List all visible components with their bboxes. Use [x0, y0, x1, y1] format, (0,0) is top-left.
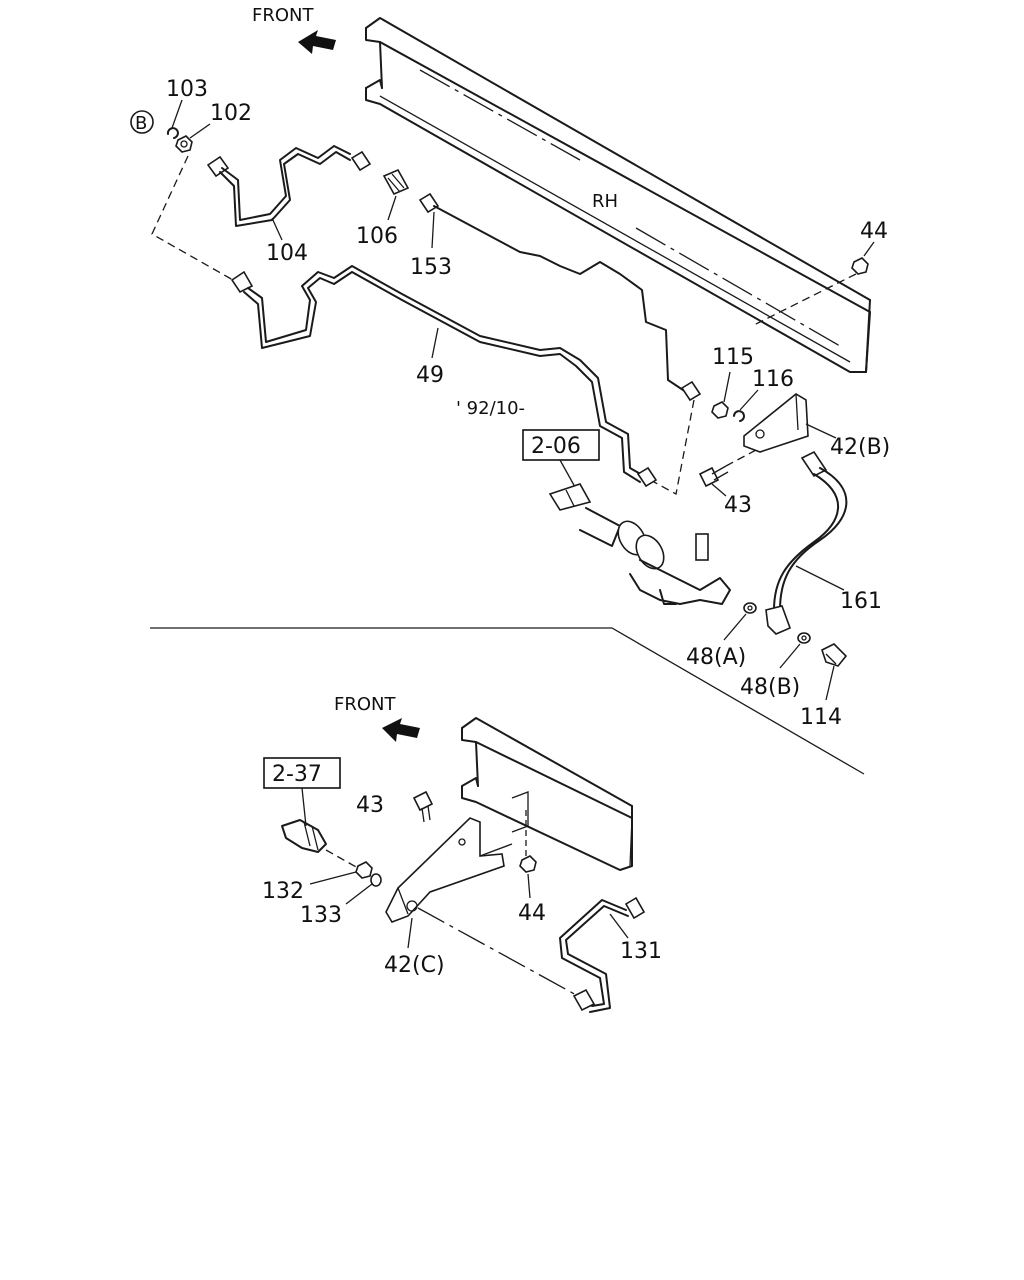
label-44-bottom: 44 — [518, 901, 546, 926]
switch-2-37 — [281, 819, 327, 853]
label-43-bottom: 43 — [356, 793, 384, 818]
label-49: 49 — [416, 363, 444, 388]
label-115: 115 — [712, 345, 754, 370]
hose-161 — [765, 450, 848, 635]
nut-115 — [711, 401, 729, 419]
washer-48b — [797, 632, 811, 644]
bolt-43-top — [698, 465, 729, 488]
nut-44-top — [851, 257, 869, 275]
clip-116 — [733, 410, 745, 422]
frame-rail-short — [461, 717, 633, 871]
label-102: 102 — [210, 101, 252, 126]
fitting-106 — [382, 168, 410, 196]
circle-b-label: B — [135, 113, 147, 134]
frame-rail-rh — [365, 17, 871, 373]
label-43-top: 43 — [724, 493, 752, 518]
washer-133 — [370, 873, 382, 887]
label-161: 161 — [840, 589, 882, 614]
bracket-42c — [385, 791, 529, 923]
ref-box-2-06-label: 2-06 — [531, 434, 581, 459]
pipe-49 — [230, 265, 658, 488]
label-106: 106 — [356, 224, 398, 249]
ref-box-2-06 — [522, 429, 600, 461]
label-103: 103 — [166, 77, 208, 102]
label-48a: 48(A) — [686, 645, 746, 670]
washer-48a — [743, 602, 757, 614]
rh-label: RH — [592, 191, 618, 212]
label-132: 132 — [262, 879, 304, 904]
label-116: 116 — [752, 367, 794, 392]
nut-102 — [175, 135, 193, 153]
front-label-bottom: FRONT — [334, 694, 396, 715]
label-133: 133 — [300, 903, 342, 928]
label-48b: 48(B) — [740, 675, 800, 700]
valve-assembly — [548, 483, 731, 605]
label-104: 104 — [266, 241, 308, 266]
front-label-top: FRONT — [252, 5, 314, 26]
label-42c: 42(C) — [384, 953, 445, 978]
ref-box-2-37-label: 2-37 — [272, 762, 322, 787]
label-131: 131 — [620, 939, 662, 964]
clip-103 — [166, 127, 179, 139]
label-114: 114 — [800, 705, 842, 730]
front-arrow-icon-top — [298, 30, 336, 54]
section-divider — [150, 627, 865, 775]
nut-44-bottom — [519, 855, 537, 873]
label-42b: 42(B) — [830, 435, 890, 460]
pipe-153 — [418, 192, 702, 402]
bracket-42b — [743, 393, 809, 453]
front-arrow-icon-bottom — [382, 718, 420, 742]
label-153: 153 — [410, 255, 452, 280]
pipe-131 — [559, 896, 646, 1013]
date-code-label: ' 92/10- — [456, 398, 525, 419]
pipe-104 — [206, 145, 372, 227]
nut-132 — [355, 861, 373, 879]
circle-b-marker — [130, 110, 154, 134]
label-44-top: 44 — [860, 219, 888, 244]
bolt-114 — [821, 643, 848, 667]
bolt-43-bottom — [412, 790, 434, 823]
